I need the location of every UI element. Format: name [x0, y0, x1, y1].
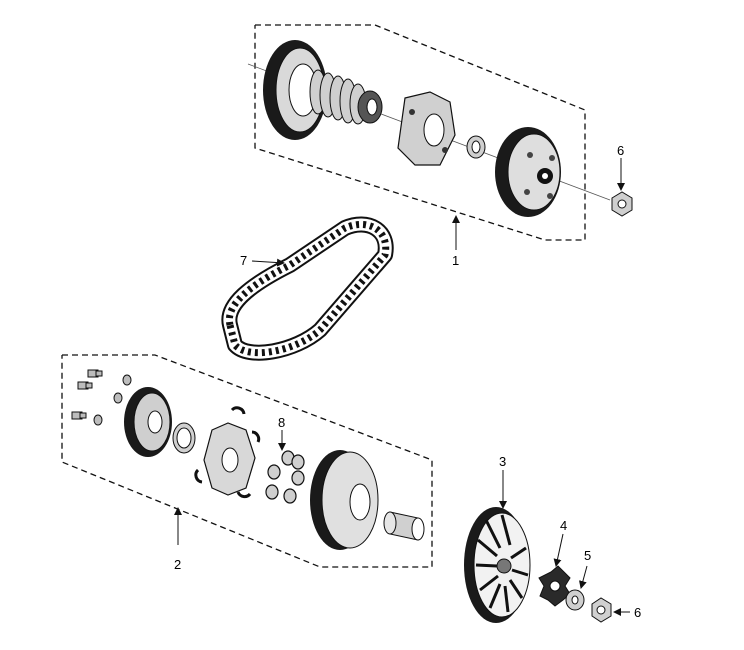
ramp-plate — [124, 387, 172, 457]
drive-belt — [221, 216, 394, 361]
seal-ring — [172, 422, 196, 454]
movable-drive-pulley — [310, 450, 379, 550]
flat-washer — [565, 589, 585, 611]
callout-3: 3 — [499, 454, 506, 469]
callout-8: 8 — [278, 415, 285, 430]
drive-nut — [591, 597, 612, 623]
driven-pulley-face — [263, 40, 327, 140]
leader-lines — [174, 158, 630, 616]
pulley-bushing — [383, 511, 425, 541]
callout-7: 7 — [240, 253, 247, 268]
callout-1: 1 — [452, 253, 459, 268]
callout-6-lower: 6 — [634, 605, 641, 620]
clutch-shoe-carrier — [397, 91, 456, 166]
callout-4: 4 — [560, 518, 567, 533]
clutch-nut — [611, 191, 633, 217]
callout-labels: 1 2 3 4 5 6 6 7 8 — [174, 143, 641, 620]
slider-plate — [194, 406, 261, 499]
group2-dashed-outline — [61, 354, 433, 568]
group1-dashed-outline — [254, 24, 586, 241]
clutch-bell — [495, 127, 561, 217]
clutch-washer — [466, 135, 486, 159]
star-washer — [538, 565, 571, 607]
callout-6-upper: 6 — [617, 143, 624, 158]
drive-pulley-group — [61, 354, 433, 568]
callout-2: 2 — [174, 557, 181, 572]
clutch-hub — [357, 90, 383, 124]
callout-5: 5 — [584, 548, 591, 563]
driven-clutch-group — [247, 24, 633, 241]
weight-rollers — [265, 450, 305, 504]
fan-drive-face — [464, 507, 531, 623]
small-bolts — [71, 369, 132, 426]
